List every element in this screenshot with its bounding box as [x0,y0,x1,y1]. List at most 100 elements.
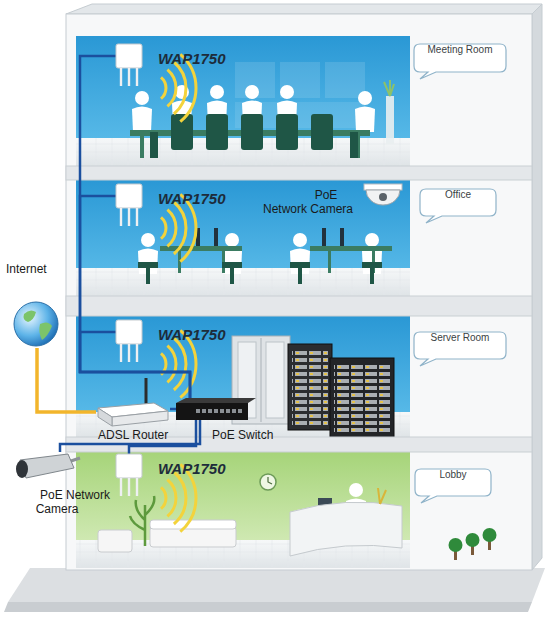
meeting-room [386,96,394,144]
meeting-room [76,36,410,166]
globe-label: Internet [6,262,47,276]
building-shell [66,14,532,570]
antenna [136,208,138,226]
meeting-room [241,114,263,150]
access-point-body [116,44,142,68]
access-point-body [116,184,142,208]
network-cable [80,196,190,398]
tree [449,528,497,560]
building-shell [66,4,542,14]
meeting-room [311,114,333,150]
network-cable [37,348,96,412]
meeting-room [384,80,394,96]
office-room [370,268,374,284]
office-room [340,228,344,246]
server-room [288,344,332,430]
floor-slab [66,166,532,452]
antenna [120,344,122,362]
callout-bubble [420,189,496,223]
antenna [136,68,138,86]
office-room [310,246,392,251]
office-room [76,268,410,296]
office-room [230,268,234,284]
switch-port [226,409,230,413]
bubble-label: Server Room [414,332,506,343]
network-cable [60,420,200,452]
antenna [120,478,122,496]
meeting-room [140,136,144,158]
lobby-room [290,502,402,556]
network-cable [80,56,190,398]
lobby-room [76,452,410,568]
switch-label: PoE Switch [212,428,273,442]
switch-port [238,409,242,413]
office-room [222,262,242,268]
ap-node: WAP1750 [116,320,236,364]
bubble-node: Lobby [415,469,491,496]
switch-top [176,398,256,403]
building-shell [66,4,542,570]
office-room [328,251,331,273]
meeting-room [150,132,158,158]
lobby-room [378,488,386,504]
ground [8,568,545,602]
lobby-room [150,527,236,547]
lobby-room [150,520,236,529]
antenna [128,68,130,86]
continent [24,310,53,340]
bubble-label: Lobby [415,469,491,480]
server-room [76,316,410,438]
camera-lens [16,460,28,478]
globe [14,302,58,346]
switch-port [202,409,206,413]
dome-camera [366,190,400,205]
floor-slab [66,296,532,316]
meeting-room [132,91,152,132]
switch-port [208,409,212,413]
meeting-room [206,114,228,150]
meeting-room [325,62,365,98]
switch-port [220,409,224,413]
office-room [290,233,310,274]
callout-bubble [414,332,506,366]
switch-node: PoE Switch [176,398,256,420]
office-room [76,180,410,296]
lobby-room [130,496,154,546]
camera-lens [379,193,387,201]
ap-label: WAP1750 [158,326,226,343]
server-room [292,348,328,426]
server-room [334,362,390,434]
antenna [136,478,138,496]
office-room [76,268,410,296]
switch-port [214,409,218,413]
server-room [261,338,262,422]
antenna [128,344,130,362]
cam-node: PoE Network Camera [2,452,112,516]
callout-bubble [415,469,491,503]
ap-node: WAP1750 [116,454,236,498]
ground [4,602,532,612]
ap-node: WAP1750 [116,44,236,88]
server-room [232,336,290,424]
switch-front [176,403,248,420]
callout-bubble [414,44,506,79]
switch-shape [176,398,256,420]
network-cable [170,408,176,411]
ground [4,568,545,612]
office-room [362,233,382,274]
ap-label: WAP1750 [158,190,226,207]
access-point-body [116,454,142,478]
globe-node: Internet [6,262,68,348]
lobby-room [98,530,132,552]
lobby-room [268,477,272,484]
meeting-room [350,132,358,158]
lobby-room [76,452,410,568]
lobby-room [260,474,276,490]
bubble-label: Meeting Room [414,44,506,55]
cam-label: PoE Network Camera [2,488,112,516]
office-room [160,246,242,251]
router-side [98,408,112,426]
